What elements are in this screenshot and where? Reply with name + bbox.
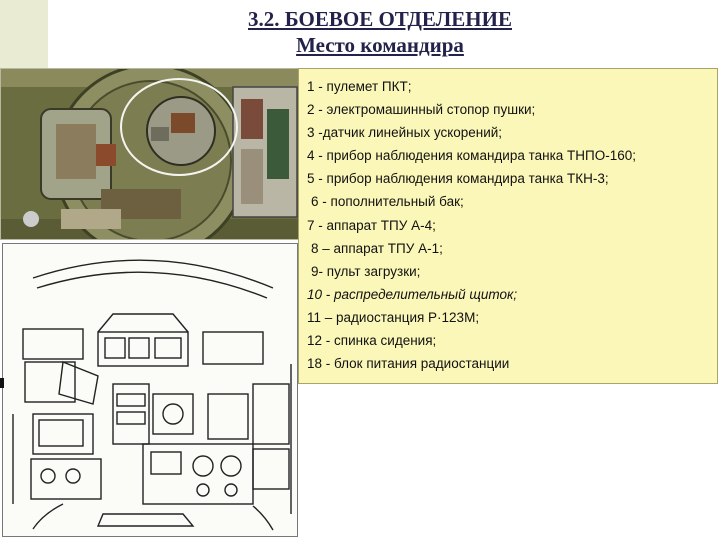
legend-item: 8 – аппарат ТПУ А-1; [311,240,443,256]
legend-item: 7 - аппарат ТПУ А-4; [307,217,436,233]
legend-item: 6 - пополнительный бак; [311,194,464,210]
legend-item: 10 - распределительный щиток; [307,286,518,302]
legend-list: 1 - пулемет ПКТ; 2 - электромашинный сто… [307,75,709,375]
legend-item: 18 - блок питания радиостанции [307,356,510,372]
slide-marker [0,378,4,388]
turret-top-photo-graphic [1,69,299,239]
legend-item: 11 – радиостанция Р·123М; [307,309,480,325]
slide-title-line1: 3.2. БОЕВОЕ ОТДЕЛЕНИЕ [248,7,512,31]
legend-item: 9- пульт загрузки; [311,263,421,279]
slide-title: 3.2. БОЕВОЕ ОТДЕЛЕНИЕ Место командира [150,6,610,58]
slide-title-line2: Место командира [296,33,464,57]
legend-item: 3 -датчик линейных ускорений; [307,125,503,141]
legend-item: 4 - прибор наблюдения командира танка ТН… [307,148,637,164]
legend-item: 5 - прибор наблюдения командира танка ТК… [307,171,609,187]
legend-item: 12 - спинка сидения; [307,333,437,349]
commander-station-drawing [2,243,298,537]
legend-item: 1 - пулемет ПКТ; [307,79,412,94]
legend-item: 2 - электромашинный стопор пушки; [307,102,536,118]
commander-station-drawing-graphic [12,259,292,531]
legend-panel: 1 - пулемет ПКТ; 2 - электромашинный сто… [298,68,718,384]
turret-top-photo [0,68,300,240]
